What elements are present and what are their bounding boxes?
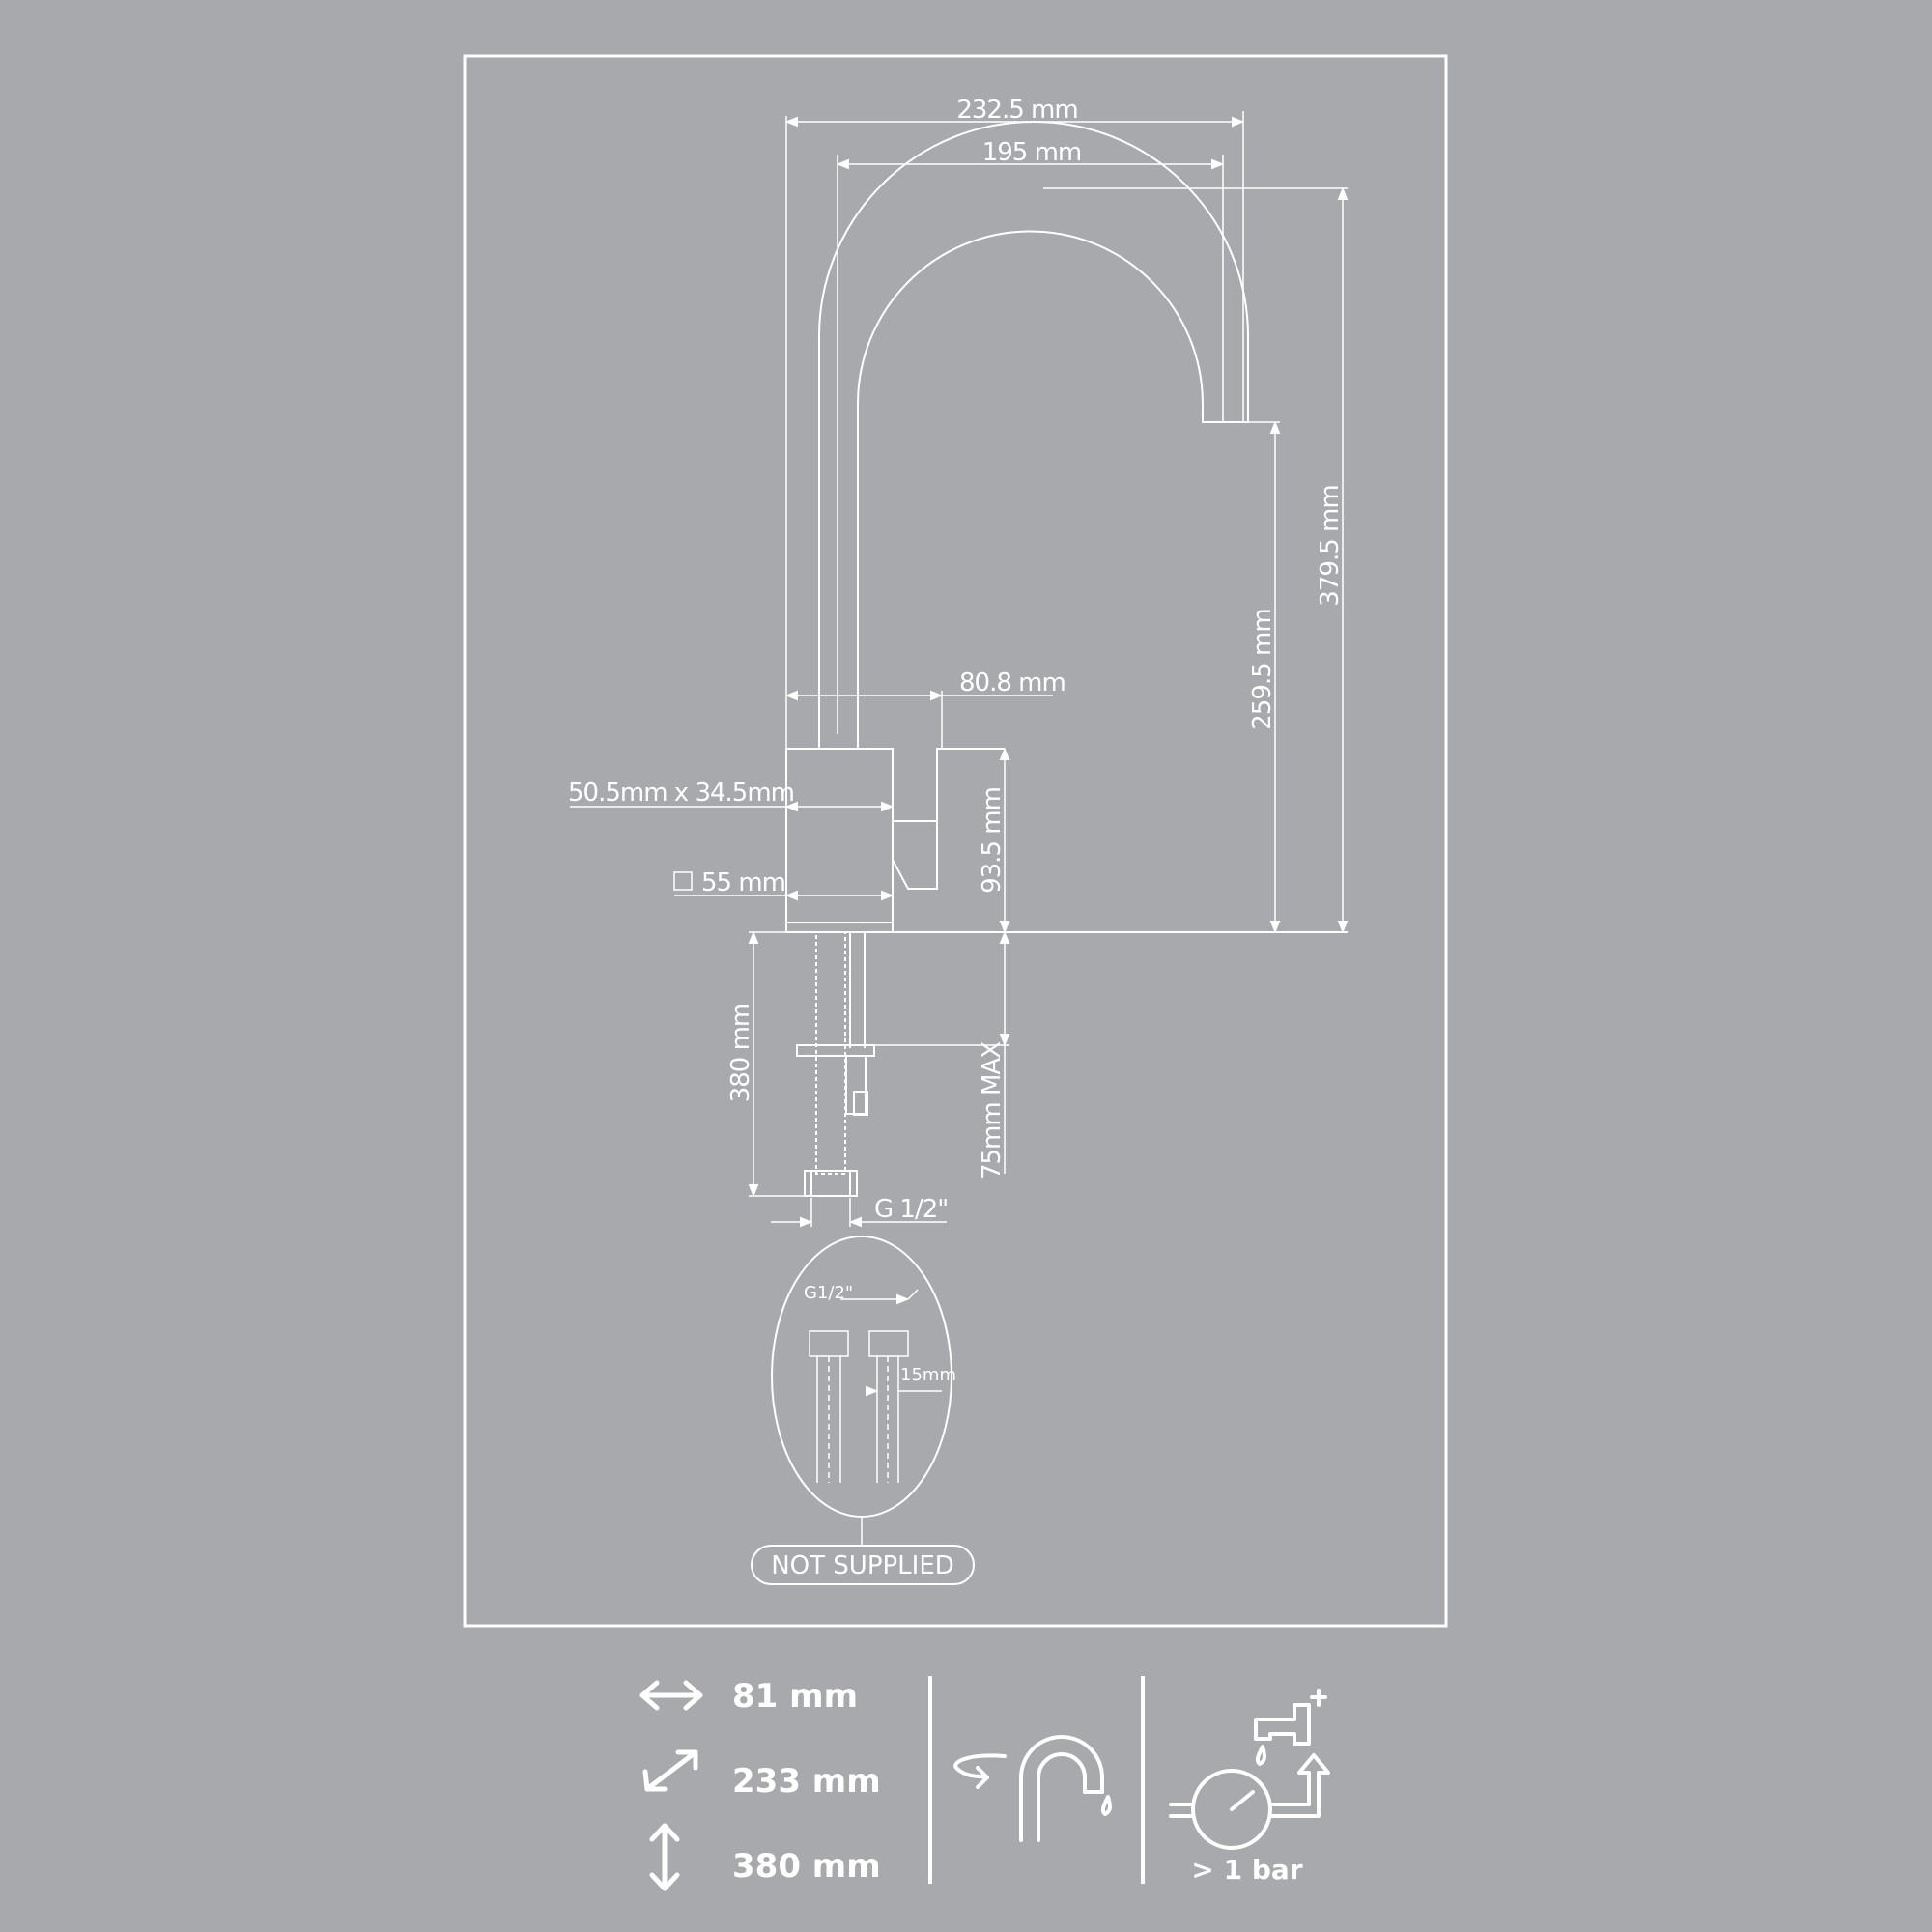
not-supplied-badge: [751, 1545, 975, 1585]
spec-reach: 233 mm: [732, 1762, 881, 1801]
dim-spout-clearance: 259.5 mm: [1248, 609, 1277, 729]
diagonal-arrow-icon: [642, 1749, 698, 1792]
spec-width: 81 mm: [732, 1677, 858, 1716]
dim-hose-length: 380 mm: [726, 1004, 755, 1103]
vertical-arrow-icon: [649, 1823, 680, 1891]
dim-body-section: 50.5mm x 34.5mm: [568, 779, 794, 808]
square-symbol-icon: [673, 871, 693, 891]
dim-overall-reach: 232.5 mm: [956, 96, 1077, 125]
drawing-frame: [463, 54, 1448, 1628]
faucet-outline: [785, 121, 1348, 933]
detail-inset: G1/2" 15mm NOT SUPPLIED: [751, 1236, 975, 1585]
spec-list: 81 mm 233 mm 380 mm: [639, 1677, 881, 1891]
not-supplied-label: NOT SUPPLIED: [771, 1551, 954, 1580]
dimension-lines: [570, 111, 1349, 1228]
dim-body-height: 93.5 mm: [978, 787, 1007, 894]
dim-spout-reach: 195 mm: [982, 138, 1082, 167]
dim-total-height: 379.5 mm: [1316, 485, 1345, 606]
spec-height: 380 mm: [732, 1847, 881, 1886]
supply-hose: [796, 931, 875, 1197]
dim-base: 55 mm: [701, 868, 785, 897]
detail-thread-label: G1/2": [804, 1283, 853, 1303]
dim-handle-offset: 80.8 mm: [959, 668, 1065, 697]
pressure-gauge-icon: [1169, 1689, 1330, 1850]
swivel-spout-icon: [953, 1735, 1112, 1842]
pressure-label: > 1 bar: [1191, 1854, 1302, 1886]
detail-diameter-label: 15mm: [900, 1365, 956, 1385]
horizontal-arrow-icon: [639, 1680, 703, 1711]
dim-thread: G 1/2": [874, 1195, 948, 1224]
dim-max-thickness: 75mm MAX: [978, 1042, 1007, 1179]
